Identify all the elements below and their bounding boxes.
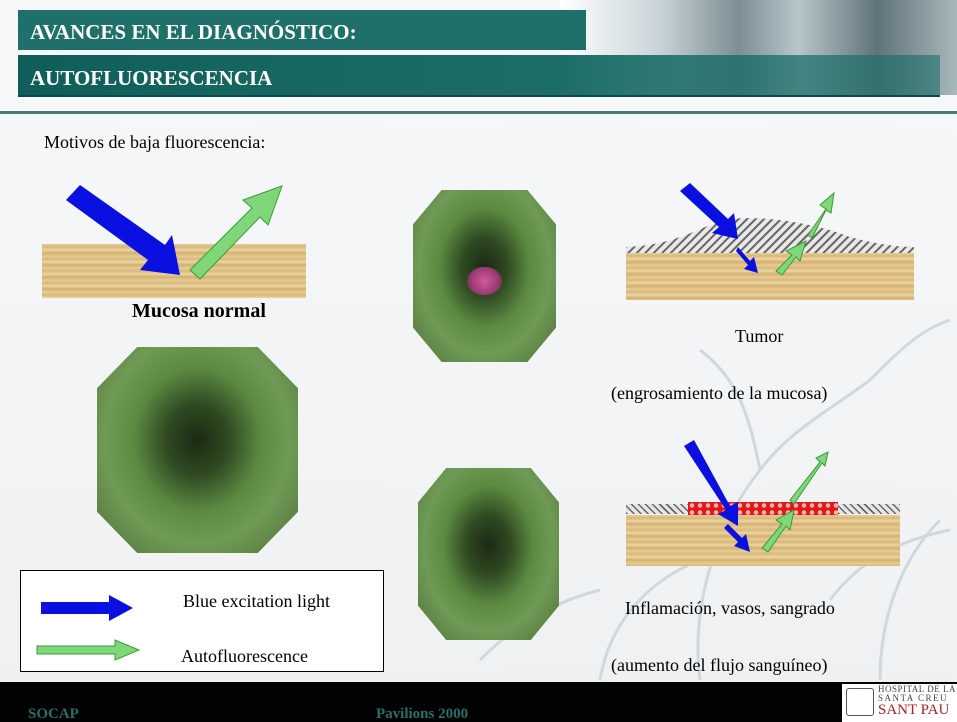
- inflammation-arrows: [620, 430, 920, 580]
- title-banner: AVANCES EN EL DIAGNÓSTICO:: [18, 10, 586, 50]
- legend-green-arrow-icon: [35, 638, 145, 662]
- title-line-2: AUTOFLUORESCENCIA: [30, 66, 272, 91]
- legend-box: Blue excitation light Autofluorescence: [20, 570, 384, 672]
- inflammation-blue-arrow-lower: [724, 524, 750, 552]
- intro-text: Motivos de baja fluorescencia:: [44, 132, 265, 153]
- green-fluorescence-arrow: [190, 186, 282, 279]
- inflammation-title: Inflamación, vasos, sangrado: [625, 598, 835, 619]
- legend-green-label: Autofluorescence: [181, 646, 308, 667]
- inflammation-green-arrow-thin: [790, 452, 828, 504]
- normal-mucosa-label: Mucosa normal: [132, 300, 266, 323]
- title-line-1: AVANCES EN EL DIAGNÓSTICO:: [30, 20, 357, 45]
- normal-diagram-arrows: [30, 170, 350, 310]
- footer-bar: SOCAP Pavilions 2000: [0, 682, 957, 722]
- legend-blue-arrow-icon: [39, 593, 139, 623]
- tumor-spot: [467, 267, 501, 295]
- footer-center-text: Pavilions 2000: [376, 706, 468, 722]
- inflammation-blue-arrow: [684, 440, 738, 526]
- logo-line-3: SANT PAU: [878, 702, 949, 719]
- endoscopy-image-inflammation: [418, 468, 559, 640]
- legend-blue-label: Blue excitation light: [183, 591, 330, 612]
- hospital-emblem-icon: [846, 688, 874, 716]
- tumor-inner-green-arrow: [776, 241, 806, 275]
- tumor-subtitle: (engrosamiento de la mucosa): [611, 383, 827, 404]
- endoscopy-image-normal: [97, 347, 298, 553]
- header-divider: [0, 111, 957, 114]
- tumor-inner-blue-arrow: [736, 247, 758, 273]
- tumor-title: Tumor: [735, 326, 783, 347]
- subtitle-banner: AUTOFLUORESCENCIA: [18, 55, 940, 97]
- endoscopy-image-tumor: [413, 190, 556, 362]
- inflammation-subtitle: (aumento del flujo sanguíneo): [611, 655, 827, 676]
- tumor-inner-arrows: [620, 225, 920, 305]
- inflammation-green-arrow: [762, 510, 794, 552]
- footer-left-text: SOCAP: [28, 706, 79, 722]
- hospital-logo: HOSPITAL DE LA SANTA CREU SANT PAU: [842, 684, 957, 722]
- blue-excitation-arrow: [66, 185, 180, 275]
